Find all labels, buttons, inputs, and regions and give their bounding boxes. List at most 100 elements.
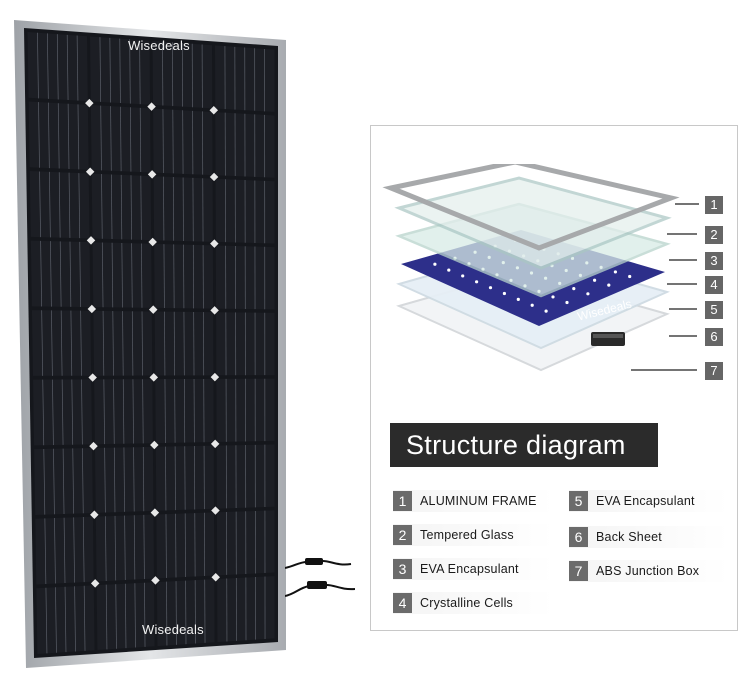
panel-busbar: [119, 38, 121, 104]
panel-cell-dot: [148, 237, 157, 247]
panel-busbar: [64, 586, 67, 653]
cell-layer-dot: [565, 300, 569, 305]
panel-busbar: [120, 174, 123, 240]
cell-layer-dot: [461, 274, 465, 278]
cell-layer-dot: [586, 292, 590, 296]
panel-busbar: [142, 447, 145, 512]
panel-busbar: [82, 448, 84, 514]
legend-number: 5: [569, 491, 588, 511]
panel-cell-dot: [210, 239, 219, 248]
panel-busbar: [124, 515, 126, 581]
cell-layer-dot: [613, 270, 617, 274]
panel-busbar: [99, 37, 102, 102]
panel-cell-dot: [210, 439, 220, 449]
legend-number: 4: [393, 593, 412, 613]
panel-busbar: [63, 517, 66, 584]
panel-busbar: [123, 447, 125, 512]
panel-busbar: [51, 310, 53, 376]
panel-busbar: [67, 103, 70, 169]
legend-number: 2: [393, 525, 412, 545]
cell-layer-dot: [433, 262, 437, 266]
cell-layer-dot: [488, 286, 493, 290]
cell-layer-dot: [551, 295, 555, 299]
panel-busbar: [124, 583, 127, 649]
panel-cell-dot: [209, 105, 219, 115]
panel-busbar: [113, 447, 116, 513]
legend-label: Tempered Glass: [420, 528, 514, 542]
cell-layer-dot: [572, 287, 576, 291]
panel-busbar: [102, 310, 105, 376]
panel-cell-dot: [149, 373, 159, 382]
panel-busbar: [122, 379, 125, 444]
layer-number-1: 1: [705, 196, 723, 214]
legend-item: 3 EVA Encapsulant: [393, 558, 553, 580]
panel-busbar: [57, 103, 60, 169]
panel-busbar: [131, 243, 133, 308]
panel-busbar: [109, 37, 111, 103]
panel-busbar: [40, 240, 42, 307]
panel-busbar: [44, 518, 47, 585]
cell-layer-dot: [447, 268, 451, 272]
layer-number-5: 5: [705, 301, 723, 319]
panel-busbar: [37, 32, 39, 99]
panel-busbar: [131, 311, 134, 376]
cell-layer-dot: [628, 274, 632, 279]
panel-busbar: [120, 106, 122, 172]
panel-busbar: [105, 584, 108, 650]
legend-number: 3: [393, 559, 412, 579]
legend-label: EVA Encapsulant: [420, 562, 519, 576]
panel-busbar: [60, 310, 63, 376]
panel-cell-dot: [148, 305, 158, 314]
layer-number-6: 6: [705, 328, 723, 346]
panel-busbar: [47, 33, 49, 99]
panel-cell-dot: [89, 441, 98, 451]
panel-busbar: [113, 379, 115, 444]
panel-busbar: [133, 447, 135, 512]
legend-number: 6: [569, 527, 588, 547]
panel-busbar: [54, 518, 56, 584]
legend-number: 1: [393, 491, 412, 511]
panel-busbar: [132, 379, 134, 444]
layer-stack-illustration: [382, 164, 699, 372]
structure-diagram: Wisedeals 1 2 3 4 5 6 7 Structure diagra…: [370, 125, 738, 631]
panel-busbar: [104, 447, 106, 513]
layer-number-2: 2: [705, 226, 723, 244]
panel-busbar: [50, 241, 52, 307]
panel-busbar: [53, 448, 55, 515]
mc4-cables: [285, 558, 355, 597]
panel-busbar: [72, 448, 74, 514]
legend-item: 6 Back Sheet: [569, 526, 729, 548]
panel-cell-dot: [209, 172, 219, 182]
panel-cell-dot: [88, 373, 97, 382]
panel-busbar: [80, 310, 82, 376]
panel-busbar: [139, 107, 142, 173]
panel-busbar: [74, 586, 76, 652]
panel-cell-dot: [147, 170, 157, 179]
panel-busbar: [61, 379, 64, 445]
panel-busbar: [144, 582, 146, 647]
panel-busbar: [48, 102, 50, 169]
panel-cells: [27, 31, 275, 655]
cell-layer-dot: [607, 283, 611, 287]
panel-busbar: [103, 379, 105, 445]
panel-busbar: [110, 174, 113, 240]
panel-busbar: [100, 105, 102, 171]
cell-layer-dot: [516, 297, 520, 301]
panel-busbar: [142, 379, 144, 444]
panel-busbar: [69, 241, 72, 307]
cell-layer-dot: [475, 280, 479, 284]
panel-busbar: [38, 102, 40, 168]
panel-busbar: [66, 34, 69, 101]
legend-item: 4 Crystalline Cells: [393, 592, 553, 614]
legend-label: Crystalline Cells: [420, 596, 514, 610]
legend-label: EVA Encapsulant: [596, 494, 695, 508]
panel-busbar: [68, 172, 71, 238]
panel-busbar: [62, 448, 65, 514]
panel-cell-dot: [210, 306, 219, 315]
legend-number: 7: [569, 561, 588, 581]
panel-cell-dot: [150, 440, 159, 450]
panel-cell-dot: [150, 508, 160, 517]
panel-busbar: [73, 517, 75, 583]
panel-busbar: [58, 172, 61, 238]
cell-layer-dot: [530, 303, 534, 307]
